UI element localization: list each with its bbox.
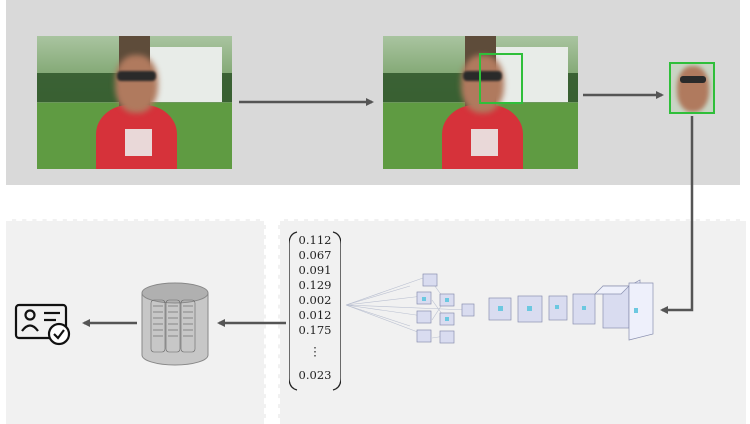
vector-value: 0.112 bbox=[298, 233, 332, 247]
cropped-face bbox=[669, 62, 715, 114]
vector-value: 0.175 bbox=[298, 323, 332, 337]
input-photo bbox=[37, 36, 232, 169]
photo-shirt-print bbox=[470, 129, 499, 156]
photo-blurred-face bbox=[115, 54, 158, 114]
vector-brackets bbox=[289, 231, 341, 391]
neural-network-icon bbox=[345, 273, 654, 344]
vector-value: 0.002 bbox=[298, 293, 332, 307]
vector-value: 0.012 bbox=[298, 308, 332, 322]
detection-photo bbox=[383, 36, 578, 169]
cropped-blurred-face bbox=[677, 66, 709, 112]
vector-value: 0.091 bbox=[298, 263, 332, 277]
vector-value: 0.129 bbox=[298, 278, 332, 292]
photo-shirt-print bbox=[124, 129, 153, 156]
database-icon bbox=[141, 282, 209, 366]
photo-sunglasses bbox=[462, 70, 502, 82]
vector-value-last: 0.023 bbox=[298, 368, 332, 382]
embedding-stage-panel bbox=[278, 219, 746, 424]
vector-value: 0.067 bbox=[298, 248, 332, 262]
arrow-crop-to-network bbox=[660, 116, 694, 314]
photo-sunglasses bbox=[116, 70, 156, 82]
id-card-verified-icon bbox=[14, 303, 71, 346]
vector-ellipsis: ⋮ bbox=[309, 344, 321, 358]
face-bounding-box bbox=[479, 53, 523, 104]
cropped-sunglasses bbox=[680, 76, 706, 83]
embedding-vector: 0.112 0.067 0.091 0.129 0.002 0.012 0.17… bbox=[289, 230, 341, 392]
